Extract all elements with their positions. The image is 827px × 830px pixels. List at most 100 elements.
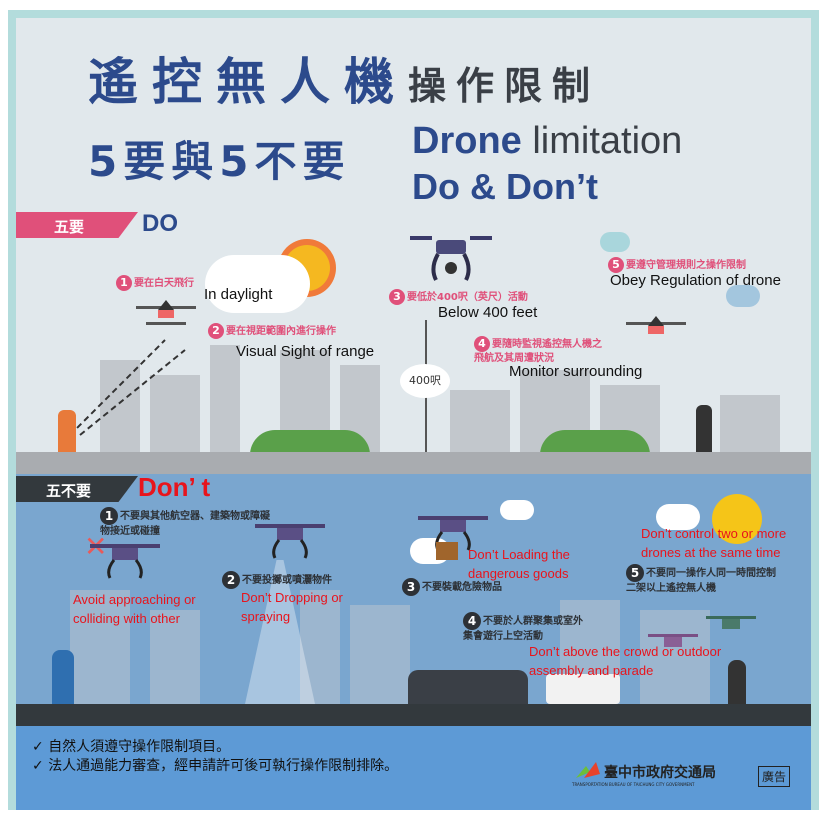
building bbox=[70, 590, 130, 704]
title-en-1: Drone limitation bbox=[412, 120, 682, 163]
cloud-icon bbox=[205, 255, 310, 313]
agency-name-en: TRANSPORTATION BUREAU OF TAICHUNG CITY G… bbox=[572, 782, 695, 787]
operator-figure bbox=[58, 410, 76, 456]
building bbox=[150, 375, 200, 452]
footer-note-2: ✓ 法人通過能力審查，經申請許可後可執行操作限制排除。 bbox=[32, 757, 398, 776]
footer-note-text: 自然人須遵守操作限制項目。 bbox=[48, 739, 231, 755]
dont-item-zh: 不要與其他航空器、建築物或障礙物接近或碰撞 bbox=[100, 511, 270, 537]
title-en-2: Do & Don’t bbox=[412, 166, 598, 207]
crowd-figures bbox=[408, 670, 528, 704]
do-label: DO bbox=[142, 210, 178, 237]
title-en-bold: Drone bbox=[412, 120, 522, 162]
check-icon: ✓ bbox=[32, 758, 44, 774]
dont-tag: 五不要 bbox=[16, 476, 138, 502]
drone-icon bbox=[410, 232, 492, 282]
hill bbox=[540, 430, 650, 455]
title-zh: 遙控無人機操作限制 bbox=[88, 42, 600, 114]
check-icon: ✓ bbox=[32, 739, 44, 755]
drone-icon bbox=[626, 316, 686, 346]
number-badge: 5 bbox=[608, 257, 624, 273]
cloud-icon bbox=[500, 500, 534, 520]
package-icon bbox=[436, 542, 458, 560]
dont-item-5-en: Don’t control two or more drones at the … bbox=[641, 526, 787, 560]
number-badge: 3 bbox=[402, 578, 420, 596]
height-marker: 400呎 bbox=[400, 364, 450, 398]
drone-icon bbox=[136, 300, 196, 336]
footer bbox=[16, 726, 811, 810]
building bbox=[720, 395, 780, 452]
ad-label: 廣告 bbox=[758, 766, 791, 787]
title-main: 遙控無人機 bbox=[88, 53, 408, 111]
do-item-zh: 要遵守管理規則之操作限制 bbox=[626, 260, 746, 271]
subtitle-zh: 5要與5不要 bbox=[88, 137, 351, 186]
do-item-4-en: Monitor surrounding bbox=[509, 363, 643, 380]
number-badge: 2 bbox=[222, 571, 240, 589]
do-item-1-en: In daylight bbox=[204, 286, 273, 303]
do-item-3-en: Below 400 feet bbox=[438, 304, 538, 321]
building bbox=[150, 610, 200, 704]
building bbox=[350, 605, 410, 704]
building bbox=[300, 590, 340, 704]
cloud-icon bbox=[726, 285, 760, 307]
number-badge: 1 bbox=[116, 275, 132, 291]
dont-item-1-en: Avoid approaching or colliding with othe… bbox=[73, 592, 196, 626]
drone-icon bbox=[90, 544, 160, 579]
operator-figure bbox=[52, 650, 74, 704]
road-strip bbox=[16, 704, 811, 726]
dont-item-zh: 不要裝載危險物品 bbox=[422, 582, 502, 593]
footer-note-1: ✓ 自然人須遵守操作限制項目。 bbox=[32, 738, 230, 757]
do-item-5-en: Obey Regulation of drone bbox=[610, 272, 781, 289]
dont-item-zh: 不要於人群聚集或室外集會遊行上空活動 bbox=[463, 616, 583, 642]
number-badge: 4 bbox=[474, 336, 490, 352]
title-en-rest: limitation bbox=[532, 120, 683, 162]
number-badge: 1 bbox=[100, 507, 118, 525]
drone-icon bbox=[418, 516, 488, 551]
agency-name: 臺中市政府交通局 bbox=[604, 765, 716, 781]
building bbox=[450, 390, 510, 452]
title-sub: 操作限制 bbox=[408, 64, 601, 108]
number-badge: 3 bbox=[389, 289, 405, 305]
dont-item-4-en: Don’t above the crowd or outdoor assembl… bbox=[529, 644, 722, 678]
line-of-sight-lines bbox=[69, 339, 186, 436]
do-item-zh: 要低於400呎（英尺）活動 bbox=[407, 292, 528, 303]
building bbox=[640, 610, 710, 704]
building bbox=[210, 345, 240, 452]
drone-icon bbox=[706, 616, 756, 629]
dont-label: Don’ t bbox=[138, 472, 211, 502]
sun-icon bbox=[712, 494, 762, 544]
do-item-2-en: Visual Sight of range bbox=[236, 343, 375, 360]
do-item-zh: 要在視距範圍內進行操作 bbox=[226, 326, 336, 337]
ground-strip bbox=[16, 452, 811, 474]
hill bbox=[250, 430, 370, 455]
dont-item-3-en: Don’t Loading the dangerous goods bbox=[468, 547, 570, 581]
cloud-icon bbox=[656, 504, 700, 530]
drone-icon bbox=[255, 524, 325, 559]
dont-item-zh: 不要投擲或噴灑物件 bbox=[242, 575, 332, 586]
footer-note-text: 法人通過能力審查，經申請許可後可執行操作限制排除。 bbox=[48, 758, 399, 774]
building bbox=[100, 360, 140, 452]
dont-item-2-en: Don’t Dropping or spraying bbox=[241, 590, 343, 624]
operator-figure bbox=[696, 405, 712, 455]
do-item-zh: 要隨時監視遙控無人機之飛航及其周遭狀況 bbox=[474, 339, 602, 364]
number-badge: 2 bbox=[208, 323, 224, 339]
ambulance bbox=[546, 674, 620, 704]
drone-icon bbox=[648, 634, 698, 647]
operator-figure bbox=[728, 660, 746, 704]
agency-logo-icon bbox=[574, 760, 604, 780]
number-badge: 5 bbox=[626, 564, 644, 582]
number-badge: 4 bbox=[463, 612, 481, 630]
cloud-icon bbox=[600, 232, 630, 252]
do-tag: 五要 bbox=[16, 212, 138, 238]
dont-item-zh: 不要同一操作人同一時間控制二架以上遙控無人機 bbox=[626, 568, 776, 594]
do-item-zh: 要在白天飛行 bbox=[134, 278, 194, 289]
